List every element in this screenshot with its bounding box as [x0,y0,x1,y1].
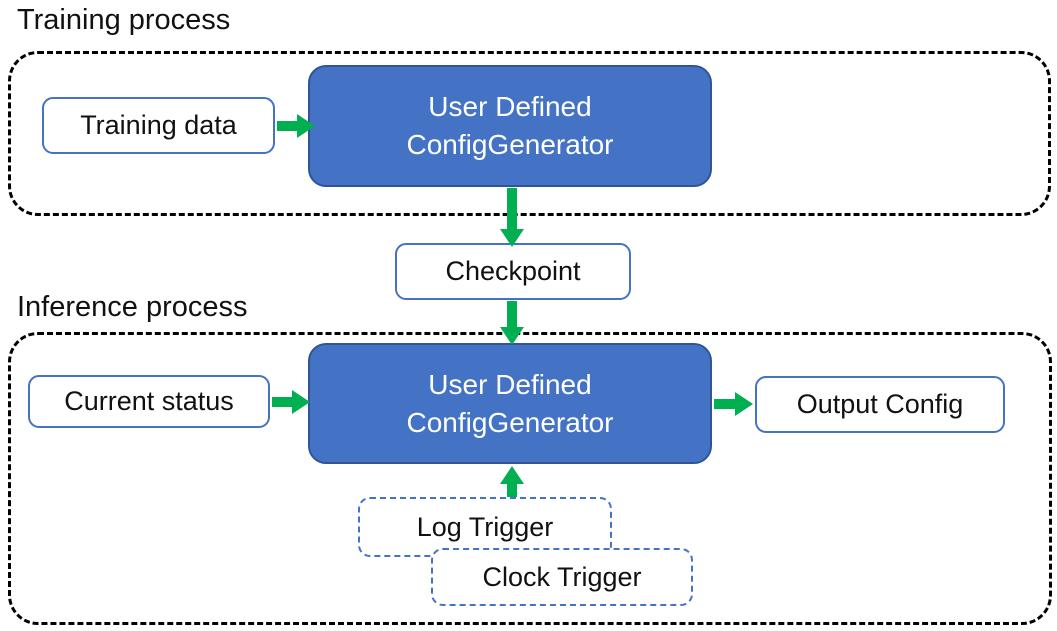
output-config-label: Output Config [796,389,964,419]
inference-process-title: Inference process [17,291,248,323]
inference-generator-box: User Defined ConfigGenerator [308,343,712,464]
inference-generator-label-line2: ConfigGenerator [406,406,614,438]
log-trigger-box: Log Trigger [358,497,612,557]
training-data-label: Training data [80,110,237,140]
checkpoint-label: Checkpoint [445,256,581,286]
training-process-container [8,51,1051,216]
inference-generator-label-line1: User Defined [428,368,592,400]
training-generator-label-line1: User Defined [428,91,592,123]
training-generator-label-line2: ConfigGenerator [406,129,614,160]
training-data-box: Training data [42,97,275,154]
log-trigger-label: Log Trigger [416,511,554,542]
current-status-label: Current status [64,386,234,416]
training-process-title: Training process [17,4,231,36]
clock-trigger-label: Clock Trigger [482,561,642,592]
inference-process-container [8,332,1052,625]
training-generator-box: User Defined ConfigGenerator [308,65,712,187]
checkpoint-box: Checkpoint [395,243,631,300]
current-status-box: Current status [28,375,270,428]
clock-trigger-box: Clock Trigger [431,548,693,606]
output-config-box: Output Config [755,376,1005,433]
